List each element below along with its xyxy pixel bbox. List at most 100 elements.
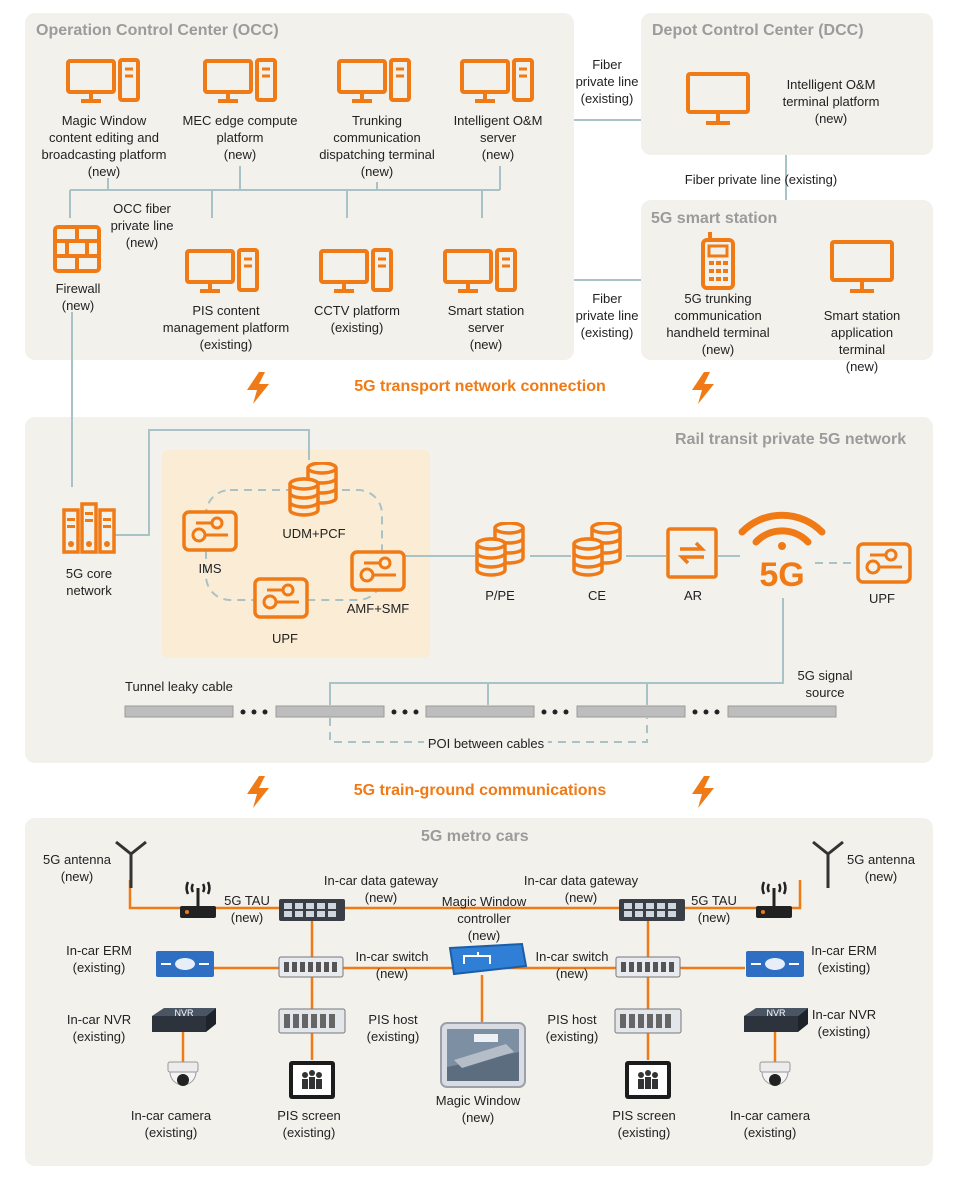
om-terminal-label: Intelligent O&M terminal platform (new) — [782, 77, 880, 126]
signal-source-label: 5G signal source — [797, 668, 853, 700]
train-ground-title: 5G train-ground communications — [353, 782, 607, 799]
ims-label: IMS — [198, 561, 222, 576]
amf-label: AMF+SMF — [346, 601, 410, 616]
upf-core-label: UPF — [272, 631, 298, 646]
mw-controller-label: Magic Window controller (new) — [441, 894, 527, 943]
tau-icon — [180, 881, 216, 918]
mec-platform-label: MEC edge compute platform (new) — [182, 113, 298, 162]
lightning-icon — [247, 372, 269, 404]
cctv-label: CCTV platform (existing) — [314, 303, 400, 335]
switch-icon — [615, 956, 681, 978]
magic-window-icon — [440, 1022, 526, 1088]
wifi-5g-icon — [738, 511, 826, 550]
om-server-label: Intelligent O&M server (new) — [453, 113, 543, 162]
database-icon — [475, 522, 525, 577]
app-terminal-label: Smart station application terminal (new) — [823, 308, 901, 374]
computer-icon — [185, 248, 259, 293]
router-icon — [666, 527, 718, 579]
antenna-right-label: 5G antenna (new) — [847, 852, 915, 884]
camera-icon — [167, 1061, 199, 1086]
pis-screen-icon — [289, 1061, 335, 1099]
occ-panel — [25, 13, 574, 360]
ar-label: AR — [683, 588, 703, 603]
tau-left-label: 5G TAU (new) — [224, 893, 270, 925]
erm-right-label: In-car ERM (existing) — [811, 943, 877, 975]
computer-icon — [443, 248, 517, 293]
pis-host-right-label: PIS host (existing) — [545, 1012, 599, 1044]
computer-icon — [460, 58, 534, 103]
fiber-station-label: Fiber private line (existing) — [575, 291, 639, 340]
computer-icon — [319, 248, 393, 293]
upf-label: UPF — [869, 591, 895, 606]
antenna-left-label: 5G antenna (new) — [43, 852, 111, 884]
pis-screen-right-label: PIS screen (existing) — [612, 1108, 676, 1140]
fiber-top-label: Fiber private line (existing) — [575, 57, 639, 106]
camera-right-label: In-car camera (existing) — [729, 1108, 811, 1140]
metro-cars-title: 5G metro cars — [421, 828, 529, 845]
data-gateway-icon — [619, 899, 685, 921]
tau-right-label: 5G TAU (new) — [691, 893, 737, 925]
pis-screen-left-label: PIS screen (existing) — [277, 1108, 341, 1140]
ppe-label: P/PE — [485, 588, 515, 603]
smart-server-label: Smart station server (new) — [447, 303, 525, 352]
camera-icon — [759, 1061, 791, 1086]
tau-icon — [756, 881, 792, 918]
monitor-icon — [686, 72, 750, 125]
magic-window-platform-label: Magic Window content editing and broadca… — [41, 113, 167, 179]
switch-left-label: In-car switch (new) — [355, 949, 429, 981]
lightning-icon — [692, 372, 714, 404]
firewall-label: Firewall (new) — [55, 281, 101, 313]
gateway-right-label: In-car data gateway (new) — [523, 873, 639, 905]
pis-host-icon — [278, 1008, 346, 1034]
ce-label: CE — [587, 588, 607, 603]
computer-icon — [66, 58, 140, 103]
gateway-left-label: In-car data gateway (new) — [323, 873, 439, 905]
data-gateway-icon — [279, 899, 345, 921]
leaky-cable-label: Tunnel leaky cable — [125, 679, 233, 694]
computer-icon — [337, 58, 411, 103]
metro-cars-panel — [25, 818, 933, 1166]
core-network-label: 5G core network — [65, 566, 113, 598]
database-icon — [572, 522, 622, 577]
transport-title: 5G transport network connection — [354, 378, 606, 395]
network-function-icon — [253, 577, 309, 619]
network-function-icon — [182, 510, 238, 552]
poi-label: POI between cables — [423, 735, 549, 752]
network-function-icon — [856, 542, 912, 584]
magic-window-controller-icon — [448, 942, 528, 976]
dcc-title: Depot Control Center (DCC) — [652, 22, 864, 39]
handheld-label: 5G trunking communication handheld termi… — [666, 291, 770, 357]
erm-left-label: In-car ERM (existing) — [66, 943, 132, 975]
lightning-icon — [247, 776, 269, 808]
erm-icon — [156, 951, 214, 977]
database-icon — [288, 462, 338, 517]
server-rack-icon — [62, 502, 116, 554]
fiber-mid-label: Fiber private line (existing) — [684, 172, 838, 187]
udm-label: UDM+PCF — [282, 526, 346, 541]
antenna-icon — [115, 840, 147, 888]
handheld-terminal-icon — [701, 232, 735, 290]
lightning-icon — [692, 776, 714, 808]
fiveg-text: 5G — [759, 556, 805, 594]
nvr-icon — [152, 1008, 216, 1032]
antenna-icon — [812, 840, 844, 888]
nvr-left-label: In-car NVR (existing) — [66, 1012, 132, 1044]
pis-host-icon — [614, 1008, 682, 1034]
occ-title: Operation Control Center (OCC) — [36, 22, 279, 39]
occ-fiber-label: OCC fiber private line (new) — [110, 201, 174, 250]
private-5g-title: Rail transit private 5G network — [675, 431, 907, 448]
network-function-icon — [350, 550, 406, 592]
monitor-icon — [830, 240, 894, 293]
pis-screen-icon — [625, 1061, 671, 1099]
nvr-text: NVR — [766, 1008, 786, 1018]
nvr-right-label: In-car NVR (existing) — [811, 1007, 877, 1039]
trunking-terminal-label: Trunking communication dispatching termi… — [319, 113, 435, 179]
pis-host-left-label: PIS host (existing) — [366, 1012, 420, 1044]
smart-station-title: 5G smart station — [651, 210, 778, 227]
pis-platform-label: PIS content management platform (existin… — [162, 303, 290, 352]
nvr-icon — [744, 1008, 808, 1032]
nvr-text: NVR — [174, 1008, 194, 1018]
firewall-icon — [53, 225, 101, 273]
switch-icon — [278, 956, 344, 978]
